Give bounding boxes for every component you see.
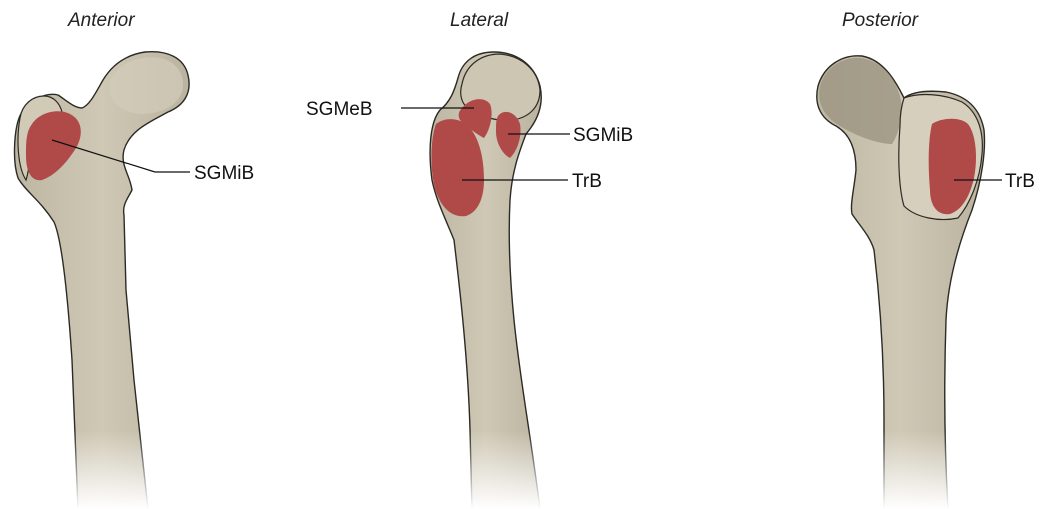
posterior-title: Posterior	[842, 10, 919, 31]
lateral-title: Lateral	[450, 10, 509, 31]
lateral-trb-label: TrB	[572, 171, 602, 192]
lateral-view: Lateral SGMeB SGMiB TrB	[306, 10, 633, 509]
anterior-shaft-fade	[60, 430, 170, 509]
anterior-view: Anterior SGMiB	[15, 10, 255, 509]
lateral-sgmib-label: SGMiB	[573, 125, 633, 146]
anterior-sgmib-label: SGMiB	[194, 163, 254, 184]
lateral-shaft-fade	[450, 430, 560, 509]
lateral-sgmeb-label: SGMeB	[306, 99, 373, 120]
posterior-view: Posterior TrB	[817, 10, 1035, 509]
posterior-shaft-fade	[875, 430, 965, 509]
posterior-trb-label: TrB	[1005, 171, 1035, 192]
posterior-femoral-head	[819, 58, 901, 144]
anterior-title: Anterior	[67, 10, 135, 31]
